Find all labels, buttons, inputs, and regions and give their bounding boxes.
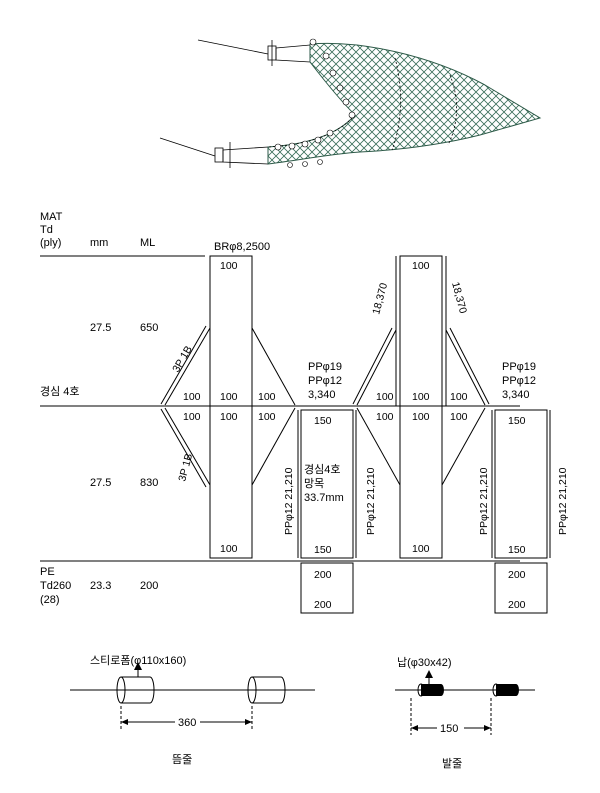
sinker-label: 납(φ30x42) [397, 656, 452, 669]
sinker-caption: 발줄 [442, 757, 462, 770]
svg-text:200: 200 [314, 599, 332, 611]
sinker-spacing: 150 [440, 723, 458, 735]
svg-text:PPφ19: PPφ19 [502, 361, 536, 373]
mesh-line-2: 망목 [304, 477, 324, 490]
svg-text:100: 100 [450, 411, 468, 423]
header-ml: ML [140, 237, 155, 249]
svg-text:100: 100 [220, 391, 238, 403]
float-spacing: 360 [178, 717, 196, 729]
svg-text:150: 150 [314, 544, 332, 556]
row-cod-mat3: (28) [40, 594, 60, 606]
row-cod-mat1: PE [40, 566, 55, 578]
svg-text:100: 100 [220, 543, 238, 555]
panel-upper: BRφ8,2500 100 100 100 100 3P 1B 3P 1B 10… [160, 241, 296, 559]
pp-side-2: PPφ12 21,210 [365, 467, 377, 535]
pp-side-1: PPφ12 21,210 [283, 467, 295, 535]
mesh-line-3: 33.7mm [304, 492, 344, 504]
panel-codend-2: PPφ19 PPφ12 3,340 150 150 PPφ12 21,210 P… [478, 361, 569, 614]
trawl-net-illustration [159, 38, 542, 168]
row-cod-mm: 23.3 [90, 580, 111, 592]
row-cod-ml: 200 [140, 580, 158, 592]
svg-text:100: 100 [412, 411, 430, 423]
svg-text:3,340: 3,340 [502, 389, 530, 401]
svg-text:100: 100 [183, 411, 201, 423]
row-wing-mm: 27.5 [90, 322, 111, 334]
svg-text:100: 100 [220, 411, 238, 423]
float-label: 스티로폼(φ110x160) [90, 654, 186, 667]
svg-text:PPφ12: PPφ12 [502, 375, 536, 387]
svg-text:100: 100 [376, 411, 394, 423]
rope-3p1b-upper: 3P 1B [170, 344, 195, 375]
row-cod-mat2: Td260 [40, 580, 71, 592]
svg-text:100: 100 [412, 543, 430, 555]
svg-text:150: 150 [508, 544, 526, 556]
svg-text:100: 100 [220, 260, 238, 272]
row-wing-ml: 650 [140, 322, 158, 334]
svg-text:100: 100 [183, 391, 201, 403]
header-td: Td [40, 224, 53, 236]
svg-text:PPφ12: PPφ12 [308, 375, 342, 387]
svg-text:100: 100 [258, 411, 276, 423]
pp-side-3: PPφ12 21,210 [478, 467, 490, 535]
svg-text:100: 100 [376, 391, 394, 403]
len-18370-right: 18,370 [449, 281, 469, 315]
header-ply: (ply) [40, 237, 61, 249]
float-caption: 뜸줄 [172, 753, 192, 766]
header-mat: MAT [40, 211, 63, 223]
svg-text:3,340: 3,340 [308, 389, 336, 401]
svg-text:PPφ19: PPφ19 [308, 361, 342, 373]
row-body-ml: 830 [140, 477, 158, 489]
svg-text:100: 100 [412, 391, 430, 403]
row-body-mm: 27.5 [90, 477, 111, 489]
svg-text:150: 150 [314, 415, 332, 427]
row-material: 경심 4호 [40, 385, 80, 398]
headrope-label: BRφ8,2500 [214, 241, 270, 253]
panel-lower: 100 100 100 100 18,370 18,370 100 100 10… [352, 255, 490, 559]
len-18370-left: 18,370 [370, 281, 390, 315]
sinker-line-detail: 납(φ30x42) 150 발줄 [395, 656, 535, 770]
mesh-line-1: 경심4호 [304, 463, 340, 476]
svg-text:100: 100 [450, 391, 468, 403]
header-mm: mm [90, 237, 108, 249]
svg-text:150: 150 [508, 415, 526, 427]
svg-text:100: 100 [412, 260, 430, 272]
pp-side-4: PPφ12 21,210 [557, 467, 569, 535]
svg-text:200: 200 [314, 569, 332, 581]
svg-text:200: 200 [508, 599, 526, 611]
svg-text:100: 100 [258, 391, 276, 403]
rope-3p1b-lower: 3P 1B [176, 452, 195, 483]
float-line-detail: 스티로폼(φ110x160) 360 뜸줄 [70, 654, 315, 766]
panel-codend-1: PPφ19 PPφ12 3,340 150 150 경심4호 망목 33.7mm… [283, 361, 357, 614]
svg-text:200: 200 [508, 569, 526, 581]
